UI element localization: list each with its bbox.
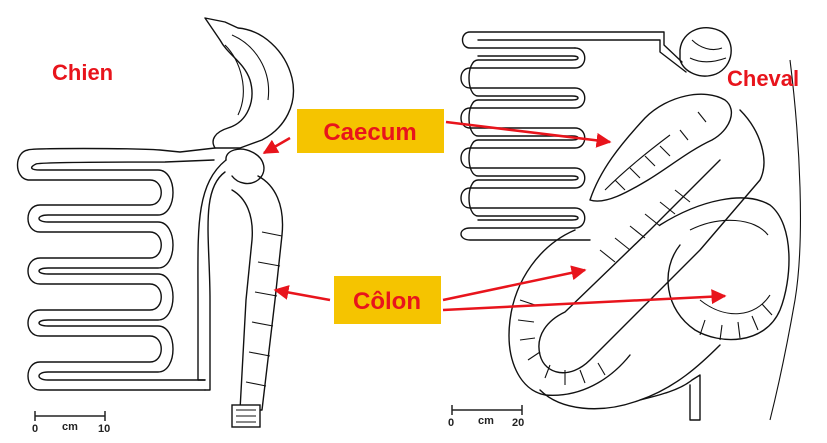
horse-body-wall bbox=[770, 60, 800, 420]
dog-scale-end: 10 bbox=[98, 423, 110, 435]
arrow-colon-dog bbox=[275, 290, 330, 300]
arrow-colon-horse-2 bbox=[443, 296, 725, 310]
dog-scale-start: 0 bbox=[32, 423, 38, 435]
horse-label: Cheval bbox=[727, 66, 799, 91]
horse-scale-end: 20 bbox=[512, 417, 524, 429]
dog-scale-bar: 0 cm 10 bbox=[32, 411, 110, 435]
dog-colon bbox=[232, 176, 283, 410]
horse-caecum bbox=[590, 94, 731, 201]
arrow-colon-horse-1 bbox=[443, 270, 585, 300]
dog-stomach bbox=[205, 18, 293, 148]
horse-stomach bbox=[680, 28, 731, 76]
dog-label: Chien bbox=[52, 60, 113, 85]
arrow-caecum-dog bbox=[264, 138, 290, 153]
horse-scale-bar: 0 cm 20 bbox=[448, 405, 524, 429]
horse-small-intestine bbox=[461, 48, 590, 240]
dog-scale-unit: cm bbox=[62, 421, 78, 433]
caecum-label: Caecum bbox=[323, 119, 416, 146]
dog-caecum bbox=[226, 149, 264, 183]
arrow-caecum-horse bbox=[446, 122, 610, 142]
horse-scale-unit: cm bbox=[478, 415, 494, 427]
dog-small-intestine bbox=[18, 148, 216, 390]
colon-label: Côlon bbox=[353, 288, 421, 315]
horse-scale-start: 0 bbox=[448, 417, 454, 429]
